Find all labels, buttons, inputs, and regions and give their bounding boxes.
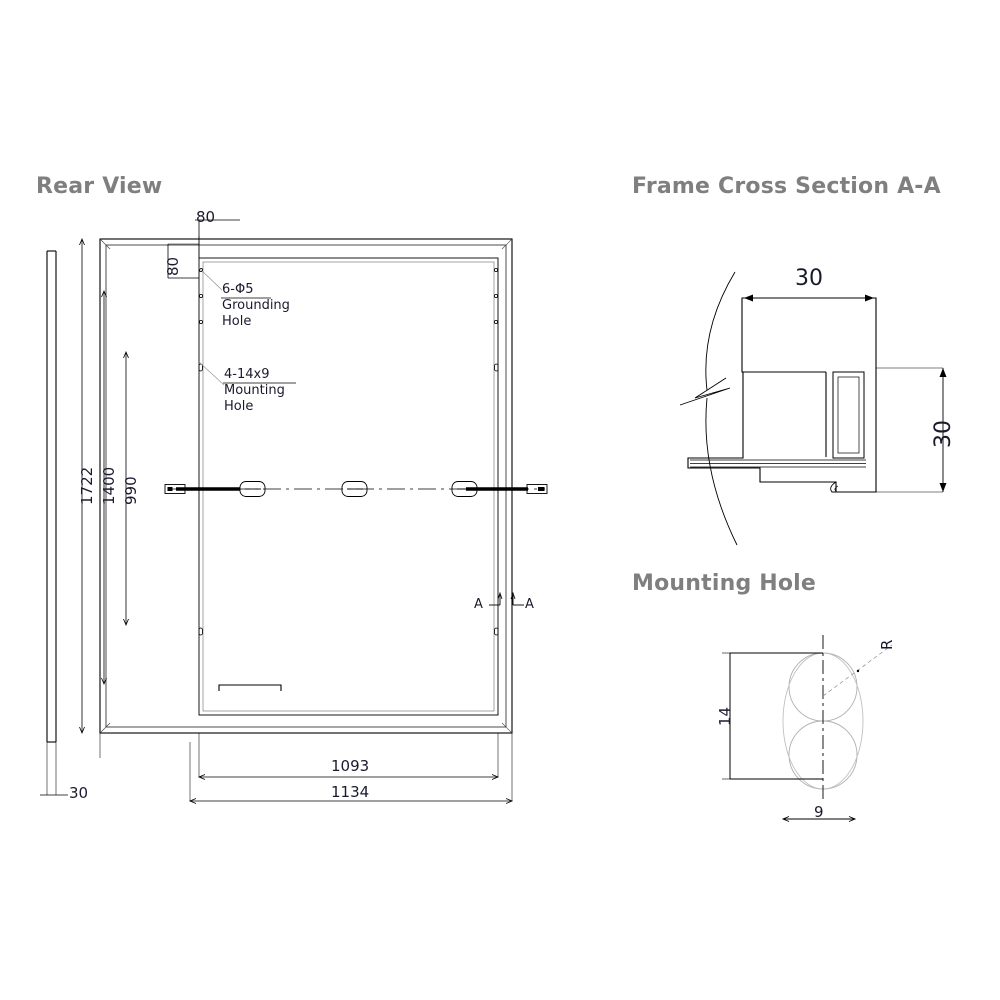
dim-label-hole-width: 9 [814,803,824,821]
rear-view-side-edge [46,250,57,743]
dim-label-frame-width: 30 [795,266,823,291]
dim-label-hole-height: 14 [716,706,734,726]
dim-990 [123,350,129,627]
dim-1400 [101,289,107,686]
mounting-hole-note-line3: Hole [224,398,254,414]
dim-30-frame-thickness [40,742,68,796]
mounting-hole-marks [198,363,499,636]
dim-label-frame-thickness: 30 [69,784,89,802]
mounting-hole-title: Mounting Hole [632,571,817,596]
mounting-hole-note: 4-14x9 Mounting Hole [224,367,285,415]
note-leader-lines [198,267,225,386]
grounding-hole-marks [198,267,498,324]
dim-80-vertical [167,243,199,279]
frame-cross-section-title: Frame Cross Section A-A [632,174,941,199]
mounting-hole-note-line2: Mounting [224,382,285,398]
dim-label-top-offset-horizontal: 80 [196,208,216,226]
dim-label-top-offset-vertical: 80 [164,256,182,276]
dim-80-horizontal [195,219,240,258]
dim-label-inner-width: 1093 [331,757,370,775]
section-mark-right: A [525,597,534,612]
rear-view-title: Rear View [36,174,163,199]
rear-view-frame-corner-marks [99,238,513,734]
dim-1722 [79,237,85,735]
dim-label-frame-height: 30 [931,420,956,448]
dim-label-overall-width: 1134 [331,783,370,801]
note-underlines [221,297,296,384]
grounding-hole-note-line3: Hole [222,313,252,329]
frame-cross-section-geometry [679,271,877,546]
dim-label-overall-height: 1722 [78,466,96,505]
mounting-hole-note-line1: 4-14x9 [224,367,270,382]
dim-label-mount-span-inner: 990 [122,476,140,505]
dim-frame-height-30 [876,367,947,493]
rear-view-panel [99,238,513,734]
dim-label-hole-radius: R [878,639,896,650]
mounting-hole-geometry [722,635,893,822]
grounding-hole-note-line2: Grounding [222,297,290,313]
cable-assembly [164,481,548,497]
dim-frame-width-30 [744,294,874,302]
section-mark-left: A [474,597,483,612]
nameplate-outline [218,684,282,691]
section-a-a-markers [489,591,524,606]
dim-1093 [197,733,500,780]
dim-1134 [188,733,514,804]
grounding-hole-note-line1: 6-Φ5 [222,282,254,297]
grounding-hole-note: 6-Φ5 Grounding Hole [222,282,290,330]
dim-label-mount-span-outer: 1400 [100,466,118,505]
